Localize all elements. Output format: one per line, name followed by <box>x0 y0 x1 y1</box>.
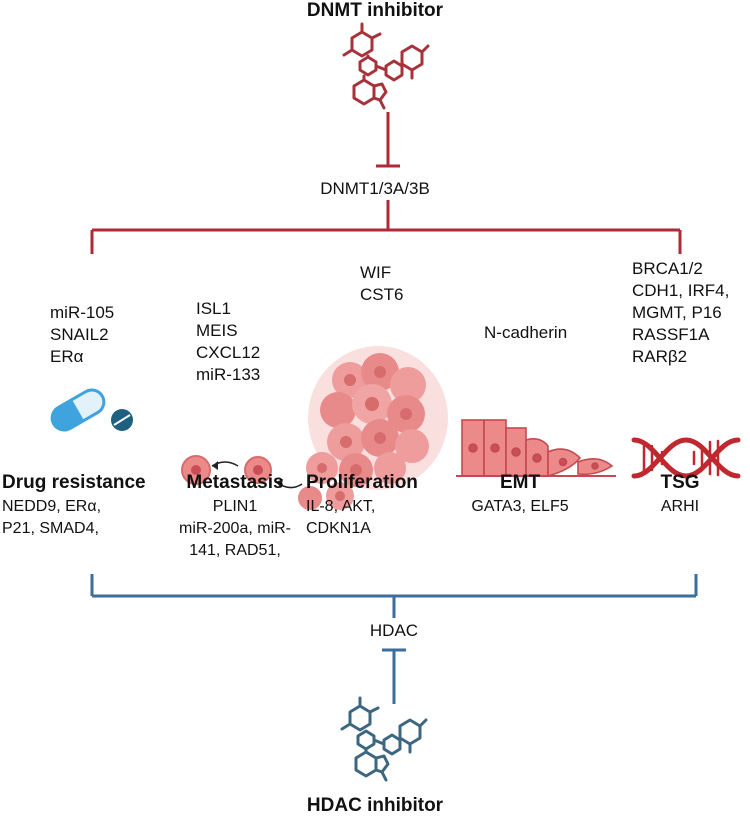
category-tsg: TSG <box>660 472 700 493</box>
gene-label: MGMT, P16 <box>632 303 722 322</box>
proliferation-dnmt-genes: WIF CST6 <box>360 262 403 306</box>
gene-label: CDKN1A <box>306 520 371 537</box>
hdac-inhibitor-title: HDAC inhibitor <box>306 795 444 816</box>
emt-cells-icon <box>456 419 616 478</box>
gene-label: miR-105 <box>50 303 115 322</box>
gene-label: CST6 <box>360 285 404 304</box>
dnmt-inhibitor-molecule-icon <box>342 22 430 110</box>
gene-label: ARHI <box>660 498 700 515</box>
gene-label: IL-8, AKT, <box>306 498 376 515</box>
gene-label: N-cadherin <box>484 323 568 342</box>
metastasis-cells-icon <box>181 455 303 489</box>
emt-hdac-genes: GATA3, ELF5 <box>460 496 580 518</box>
dnmt-bracket <box>90 200 682 254</box>
tsg-dnmt-genes: BRCA1/2 CDH1, IRF4, MGMT, P16 RASSF1A RA… <box>632 258 729 368</box>
gene-label: MEIS <box>196 321 238 340</box>
hdac-target-label: HDAC <box>369 621 419 640</box>
gene-label: RASSF1A <box>632 325 710 344</box>
emt-dnmt-genes: N-cadherin <box>484 322 567 344</box>
category-emt: EMT <box>499 472 541 493</box>
dnmt-target-label: DNMT1/3A/3B <box>320 179 430 198</box>
gene-label: miR-133 <box>196 365 261 384</box>
gene-label: miR-200a, miR- <box>178 520 291 537</box>
drug-resistance-hdac-genes: NEDD9, ERα, P21, SMAD4, <box>2 496 101 540</box>
dna-helix-icon <box>631 437 741 479</box>
metastasis-dnmt-genes: ISL1 MEIS CXCL12 miR-133 <box>196 298 260 386</box>
tumor-mass-icon <box>298 346 448 510</box>
hdac-bracket <box>90 574 698 618</box>
gene-label: WIF <box>360 263 392 282</box>
gene-label: P21, SMAD4, <box>2 520 99 537</box>
gene-label: PLIN1 <box>212 498 258 515</box>
tsg-hdac-genes: ARHI <box>640 496 720 518</box>
gene-label: BRCA1/2 <box>632 259 703 278</box>
category-metastasis: Metastasis <box>186 472 284 493</box>
hdac-inhibitor-molecule-icon <box>340 696 428 782</box>
pill-icon <box>50 385 133 432</box>
category-drug-resistance: Drug resistance <box>2 472 146 493</box>
gene-label: CDH1, IRF4, <box>632 281 730 300</box>
gene-label: ERα <box>50 347 84 366</box>
drug-dnmt-genes: miR-105 SNAIL2 ERα <box>50 302 114 368</box>
category-proliferation: Proliferation <box>306 472 418 493</box>
gene-label: NEDD9, ERα, <box>2 498 102 515</box>
gene-label: SNAIL2 <box>50 325 109 344</box>
gene-label: CXCL12 <box>196 343 261 362</box>
gene-label: ISL1 <box>196 299 231 318</box>
proliferation-hdac-genes: IL-8, AKT, CDKN1A <box>306 496 375 540</box>
gene-label: 141, RAD51, <box>189 542 281 559</box>
gene-label: GATA3, ELF5 <box>471 498 569 515</box>
dnmt-inhibitor-title: DNMT inhibitor <box>306 0 444 21</box>
gene-label: RARβ2 <box>632 347 688 366</box>
metastasis-hdac-genes: PLIN1 miR-200a, miR- 141, RAD51, <box>160 496 310 562</box>
